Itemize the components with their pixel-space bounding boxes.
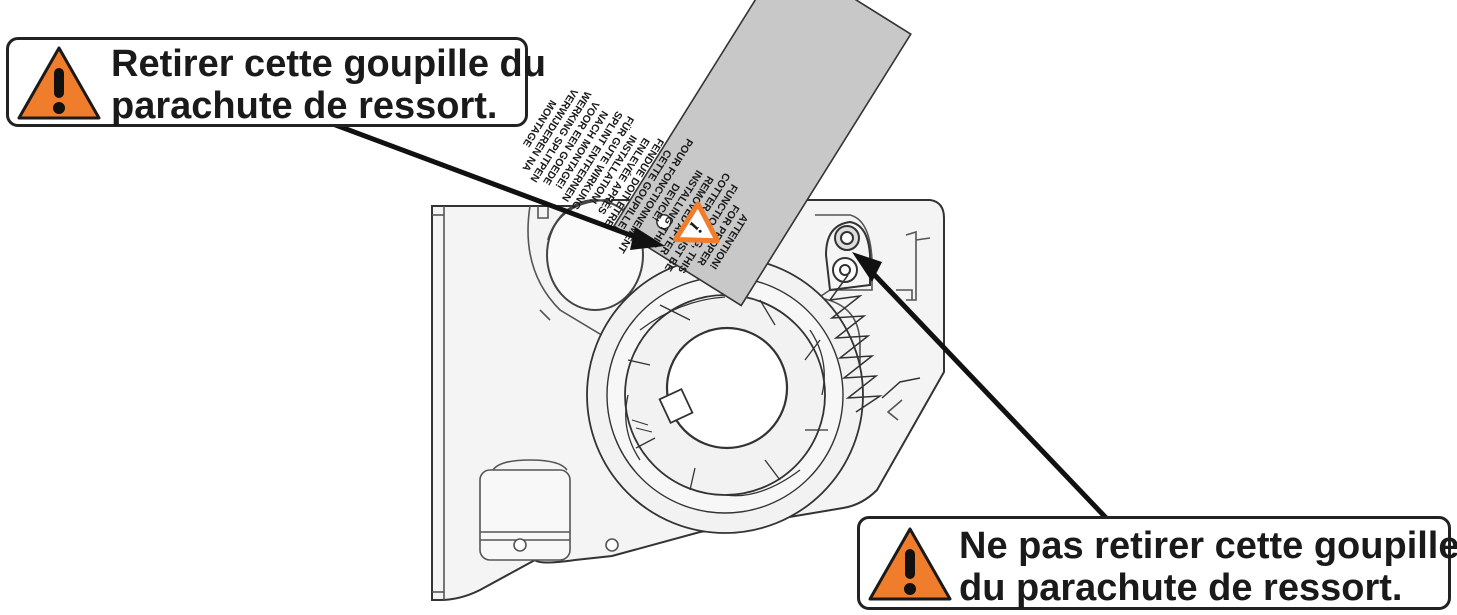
info-triangle-icon: i: [673, 201, 720, 244]
callout-remove-line2: parachute de ressort.: [111, 85, 498, 127]
spring-drum: [586, 256, 864, 534]
tag-hole: [656, 214, 672, 230]
callout-remove-pin: Retirer cette goupille du parachute de r…: [6, 37, 546, 127]
callout-remove-text: Retirer cette goupille du parachute de r…: [111, 43, 546, 127]
callout-keep-text: Ne pas retirer cette goupille du parachu…: [959, 525, 1457, 609]
callout-keep-pin: Ne pas retirer cette goupille du parachu…: [857, 516, 1457, 610]
callout-keep-line1: Ne pas retirer cette goupille: [959, 525, 1457, 567]
coil-spring: [828, 274, 921, 413]
pin-mount: [824, 220, 871, 292]
callout-keep-line2: du parachute de ressort.: [959, 567, 1403, 609]
leader-arrows: [289, 105, 1112, 524]
callout-remove-line1: Retirer cette goupille du: [111, 43, 546, 85]
warning-triangle-icon: [17, 46, 101, 120]
arrow-to-tag-pin: [289, 105, 639, 241]
arrow-to-spring-pin: [866, 266, 1112, 524]
warning-triangle-icon: [868, 527, 952, 601]
